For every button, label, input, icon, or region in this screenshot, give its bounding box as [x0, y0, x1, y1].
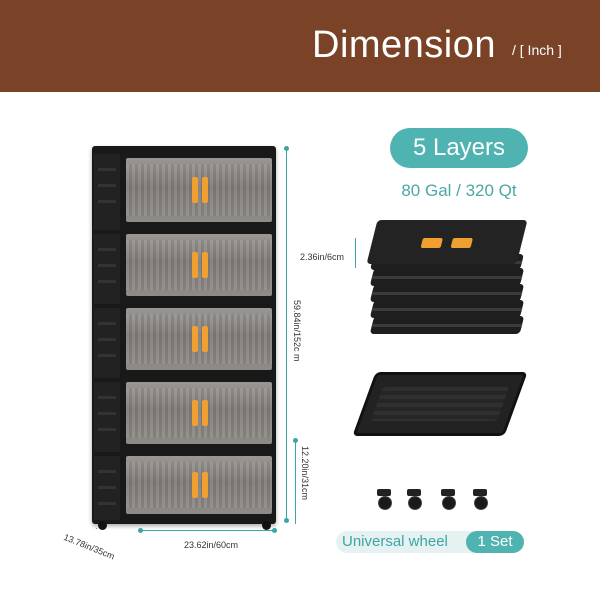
- depth-dimension-label: 13.78in/35cm: [62, 532, 117, 562]
- caster-wheel-icon: [438, 489, 458, 510]
- dimension-endpoint: [293, 438, 298, 443]
- cabinet-wheel-icon: [262, 521, 271, 530]
- lid-height-dimension-label: 2.36in/6cm: [300, 252, 345, 262]
- storage-cabinet-image: [92, 146, 276, 524]
- cabinet-layer-4: [126, 382, 272, 444]
- wheel-label: Universal wheel: [342, 533, 448, 550]
- door-handle-icon: [202, 472, 208, 498]
- door-handle-icon: [202, 177, 208, 203]
- layer-height-dimension-label: 12.20in/31cm: [300, 446, 310, 501]
- dimension-endpoint: [284, 146, 289, 151]
- cabinet-layer-2: [126, 234, 272, 296]
- dimension-endpoint: [272, 528, 277, 533]
- cabinet-layer-3: [126, 308, 272, 370]
- cabinet-side-panel: [94, 234, 120, 304]
- height-dimension-label: 59.84in/152c m: [292, 300, 302, 362]
- cabinet-side-panel: [94, 382, 120, 452]
- dimension-endpoint: [138, 528, 143, 533]
- layer-height-dimension-line: [295, 440, 296, 524]
- door-handle-icon: [202, 400, 208, 426]
- door-handle-icon: [192, 400, 198, 426]
- cabinet-layer-1: [126, 158, 272, 222]
- door-handle-icon: [202, 326, 208, 352]
- caster-wheel-icon: [404, 489, 424, 510]
- unit-label: / [ Inch ]: [512, 42, 562, 58]
- universal-wheel-badge: Universal wheel 1 Set: [336, 531, 524, 553]
- base-tray-image: [352, 372, 528, 436]
- stacked-box: [369, 284, 525, 302]
- cabinet-side-panel: [94, 456, 120, 520]
- width-dimension-line: [140, 530, 274, 531]
- stacked-box: [369, 316, 525, 334]
- height-dimension-line: [286, 148, 287, 520]
- stacked-box: [369, 300, 525, 318]
- layers-badge: 5 Layers: [390, 128, 528, 168]
- cabinet-side-panel: [94, 154, 120, 230]
- page-title: Dimension: [312, 24, 497, 66]
- cabinet-layer-5: [126, 456, 272, 514]
- door-handle-icon: [192, 177, 198, 203]
- door-handle-icon: [192, 252, 198, 278]
- stacked-box: [369, 268, 525, 286]
- stacked-lid: [366, 220, 528, 264]
- wheel-count: 1 Set: [466, 531, 524, 553]
- latch-icon: [450, 238, 473, 248]
- dimension-endpoint: [284, 518, 289, 523]
- caster-wheel-icon: [470, 489, 490, 510]
- caster-wheel-icon: [374, 489, 394, 510]
- depth-dimension-line: [96, 528, 97, 529]
- cabinet-side-panel: [94, 308, 120, 378]
- cabinet-wheel-icon: [98, 521, 107, 530]
- door-handle-icon: [202, 252, 208, 278]
- latch-icon: [420, 238, 443, 248]
- width-dimension-label: 23.62in/60cm: [184, 540, 239, 550]
- header-banner: Dimension / [ Inch ]: [0, 0, 600, 92]
- lid-height-dimension-line: [355, 238, 356, 268]
- door-handle-icon: [192, 472, 198, 498]
- door-handle-icon: [192, 326, 198, 352]
- capacity-label: 80 Gal / 320 Qt: [401, 181, 517, 200]
